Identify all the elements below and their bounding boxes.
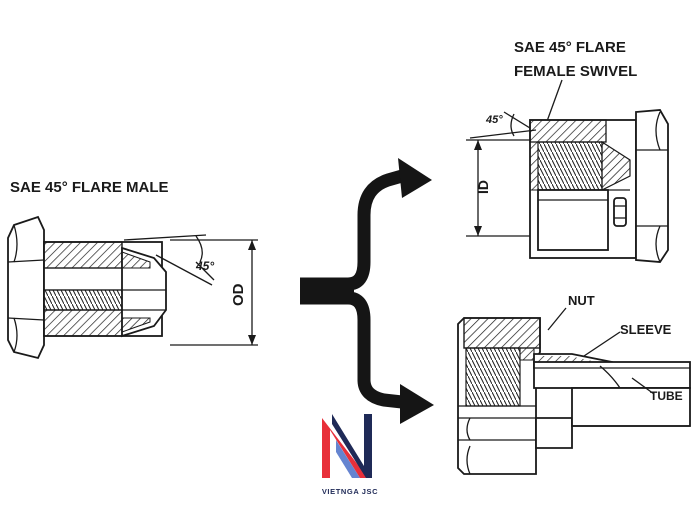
split-arrow[interactable]	[300, 158, 434, 424]
tube-assembly-group: NUT SLEEVE TUBE	[457, 293, 691, 475]
male-od-dimension: OD	[170, 239, 258, 346]
brace-curve-lower	[300, 291, 403, 409]
swivel-id-label: ID	[475, 180, 491, 194]
swivel-title-line2: FEMALE SWIVEL	[514, 63, 637, 80]
male-fitting-group: SAE 45° FLARE MALE	[7, 179, 258, 360]
nut-label: NUT	[568, 293, 595, 308]
brace-curve	[300, 169, 404, 291]
logo-red-stroke	[322, 418, 368, 478]
sleeve-label: SLEEVE	[620, 322, 672, 337]
logo-navy-stroke	[332, 414, 372, 478]
logo-blue-stroke	[336, 440, 360, 478]
arrow-down-head	[400, 384, 434, 424]
swivel-hex-nut	[635, 109, 669, 263]
male-angle-annotation: 45°	[123, 234, 215, 286]
swivel-body	[529, 119, 637, 259]
male-body	[43, 241, 167, 338]
male-angle-label: 45°	[195, 259, 214, 273]
tube-label: TUBE	[650, 389, 683, 403]
arrow-up-head	[398, 158, 432, 198]
tube-callouts: NUT SLEEVE TUBE	[547, 293, 683, 403]
swivel-angle-annotation: 45°	[469, 111, 537, 139]
male-hex-nut	[7, 215, 45, 360]
swivel-fitting-group: SAE 45° FLARE FEMALE SWIVEL	[466, 39, 669, 263]
vietnga-logo	[322, 414, 372, 478]
swivel-angle-label: 45°	[485, 114, 503, 126]
male-od-label: OD	[230, 283, 247, 306]
tube-pipe	[533, 361, 691, 427]
logo-text: VIETNGA JSC	[321, 487, 379, 496]
swivel-title-line1: SAE 45° FLARE	[514, 39, 626, 56]
male-title: SAE 45° FLARE MALE	[10, 179, 169, 196]
tube-nut	[457, 317, 541, 475]
swivel-id-dimension: ID	[466, 139, 530, 237]
